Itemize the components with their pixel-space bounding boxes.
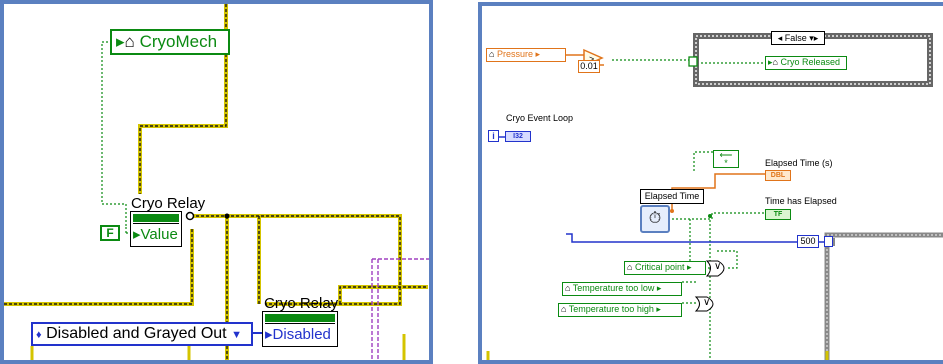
- temperature-too-low-label: Temperature too low: [572, 283, 655, 293]
- case-selector-value: False: [784, 33, 807, 43]
- i32-tag: I32: [513, 133, 523, 140]
- or-gate-2-glyph: ∨: [703, 297, 711, 308]
- or-gate-2[interactable]: [694, 296, 714, 312]
- wire-junction: [185, 211, 195, 221]
- ring-selected-value: Disabled and Grayed Out: [46, 325, 227, 342]
- cryo-relay-2-property-node[interactable]: ▸Disabled: [262, 311, 338, 347]
- while-loop-border: [824, 232, 943, 360]
- error-wire-pattern: [4, 4, 428, 360]
- timeout-value: 500: [800, 236, 816, 246]
- tf-indicator[interactable]: TF: [765, 209, 791, 220]
- feedback-init-icon: *: [724, 158, 728, 168]
- terminal-arrow-icon: ▸: [116, 32, 125, 51]
- case-prev-icon[interactable]: ◂: [777, 33, 783, 43]
- ring-increment-icon: ♦: [36, 329, 42, 341]
- or-gate-1-glyph: ∨: [714, 261, 722, 272]
- iteration-glyph: i: [492, 131, 495, 141]
- case-selector-terminal: [688, 56, 698, 67]
- integer-wire: [566, 233, 827, 243]
- left-block-diagram-panel: ▸⌂ CryoMech Cryo Relay ▸Value F Cryo Rel…: [0, 0, 433, 364]
- event-loop-label: Cryo Event Loop: [506, 113, 574, 123]
- iteration-terminal: i: [488, 130, 499, 142]
- dbl-tag: DBL: [770, 172, 786, 179]
- dbl-wires: [566, 54, 765, 211]
- case-menu-icon[interactable]: ▾▸: [809, 33, 819, 43]
- feedback-arrow-icon: ⟵: [719, 150, 733, 160]
- local-variable-home-icon: ⌂: [124, 32, 135, 51]
- wire-junction: [670, 209, 674, 213]
- pressure-local-label: Pressure: [496, 49, 533, 59]
- boolean-wires: [612, 59, 765, 360]
- wire-junction: [224, 213, 230, 219]
- cryomech-local-label: CryoMech: [139, 32, 218, 51]
- false-constant-label: F: [106, 226, 114, 240]
- tf-tag: TF: [773, 211, 783, 218]
- local-variable-home-icon: ⌂: [561, 304, 567, 314]
- terminal-arrow-icon: ▸: [265, 326, 273, 343]
- loop-tunnel: [831, 238, 835, 246]
- terminal-arrow-icon: ▸: [133, 226, 141, 243]
- elapsed-time-s-label: Elapsed Time (s): [765, 158, 833, 168]
- error-wires: [4, 4, 428, 360]
- cryo-relay-2-label: Cryo Relay: [264, 295, 339, 312]
- right-block-diagram-panel: > ⌂ Pressure ▸ 0.01 ◂ False ▾▸ ▸⌂ Cryo R…: [478, 2, 943, 364]
- terminal-arrow-icon: ▸: [687, 262, 692, 272]
- local-variable-home-icon: ⌂: [489, 49, 495, 59]
- left-wire-layer: [4, 4, 429, 360]
- feedback-node[interactable]: ⟵ *: [713, 150, 739, 168]
- svg-text:>: >: [589, 54, 594, 64]
- wire-junction: [708, 214, 712, 218]
- terminal-arrow-icon: ▸: [535, 49, 541, 59]
- terminal-arrow-icon: ▸: [656, 283, 662, 293]
- or-gate-1[interactable]: [705, 260, 725, 277]
- cryomech-local-variable[interactable]: ▸⌂ CryoMech: [110, 29, 230, 55]
- property-node-refnum-bar: [265, 314, 335, 322]
- cryo-released-local-variable[interactable]: ▸⌂ Cryo Released: [765, 56, 847, 70]
- cryo-released-label: Cryo Released: [780, 57, 841, 67]
- case-selector-label[interactable]: ◂ False ▾▸: [771, 31, 825, 45]
- i32-indicator[interactable]: I32: [505, 131, 531, 142]
- terminal-arrow-icon: ▸: [768, 57, 773, 67]
- property-node-refnum-bar: [133, 214, 179, 222]
- critical-point-label: Critical point: [634, 262, 685, 272]
- local-variable-home-icon: ⌂: [772, 57, 778, 67]
- temperature-too-high-label: Temperature too high: [568, 304, 654, 314]
- variant-wires: [371, 258, 429, 360]
- time-has-elapsed-label: Time has Elapsed: [765, 196, 837, 206]
- stopwatch-icon: ⏱: [648, 210, 662, 227]
- elapsed-time-express-vi[interactable]: ⏱: [640, 205, 670, 233]
- dbl-indicator[interactable]: DBL: [765, 170, 791, 181]
- cryo-relay-1-label: Cryo Relay: [131, 195, 206, 212]
- elapsed-time-express-label: Elapsed Time: [640, 189, 704, 204]
- disabled-state-ring-constant[interactable]: ♦ Disabled and Grayed Out ▼: [31, 322, 253, 346]
- local-variable-home-icon: ⌂: [627, 262, 633, 272]
- while-loop-border-pattern: [826, 234, 943, 360]
- false-constant[interactable]: F: [100, 225, 120, 241]
- event-timeout-terminal: [824, 236, 833, 247]
- timeout-constant[interactable]: 500: [797, 235, 819, 248]
- boolean-wires: [101, 41, 131, 234]
- threshold-constant[interactable]: 0.01: [578, 60, 600, 73]
- threshold-value: 0.01: [580, 61, 598, 71]
- cryo-relay-1-property-node[interactable]: ▸Value: [130, 211, 182, 247]
- ring-dropdown-icon[interactable]: ▼: [231, 329, 242, 341]
- local-variable-home-icon: ⌂: [565, 283, 571, 293]
- critical-point-local-variable[interactable]: ⌂ Critical point ▸: [624, 261, 706, 275]
- temperature-too-high-local-variable[interactable]: ⌂ Temperature too high ▸: [558, 303, 682, 317]
- bottom-error-wires: [30, 334, 406, 360]
- terminal-arrow-icon: ▸: [656, 304, 661, 314]
- pressure-local-variable[interactable]: ⌂ Pressure ▸: [486, 48, 566, 62]
- relay-1-property-value: Value: [140, 226, 178, 243]
- bottom-error-wires: [486, 351, 829, 360]
- relay-2-property-value: Disabled: [272, 326, 331, 343]
- temperature-too-low-local-variable[interactable]: ⌂ Temperature too low ▸: [562, 282, 682, 296]
